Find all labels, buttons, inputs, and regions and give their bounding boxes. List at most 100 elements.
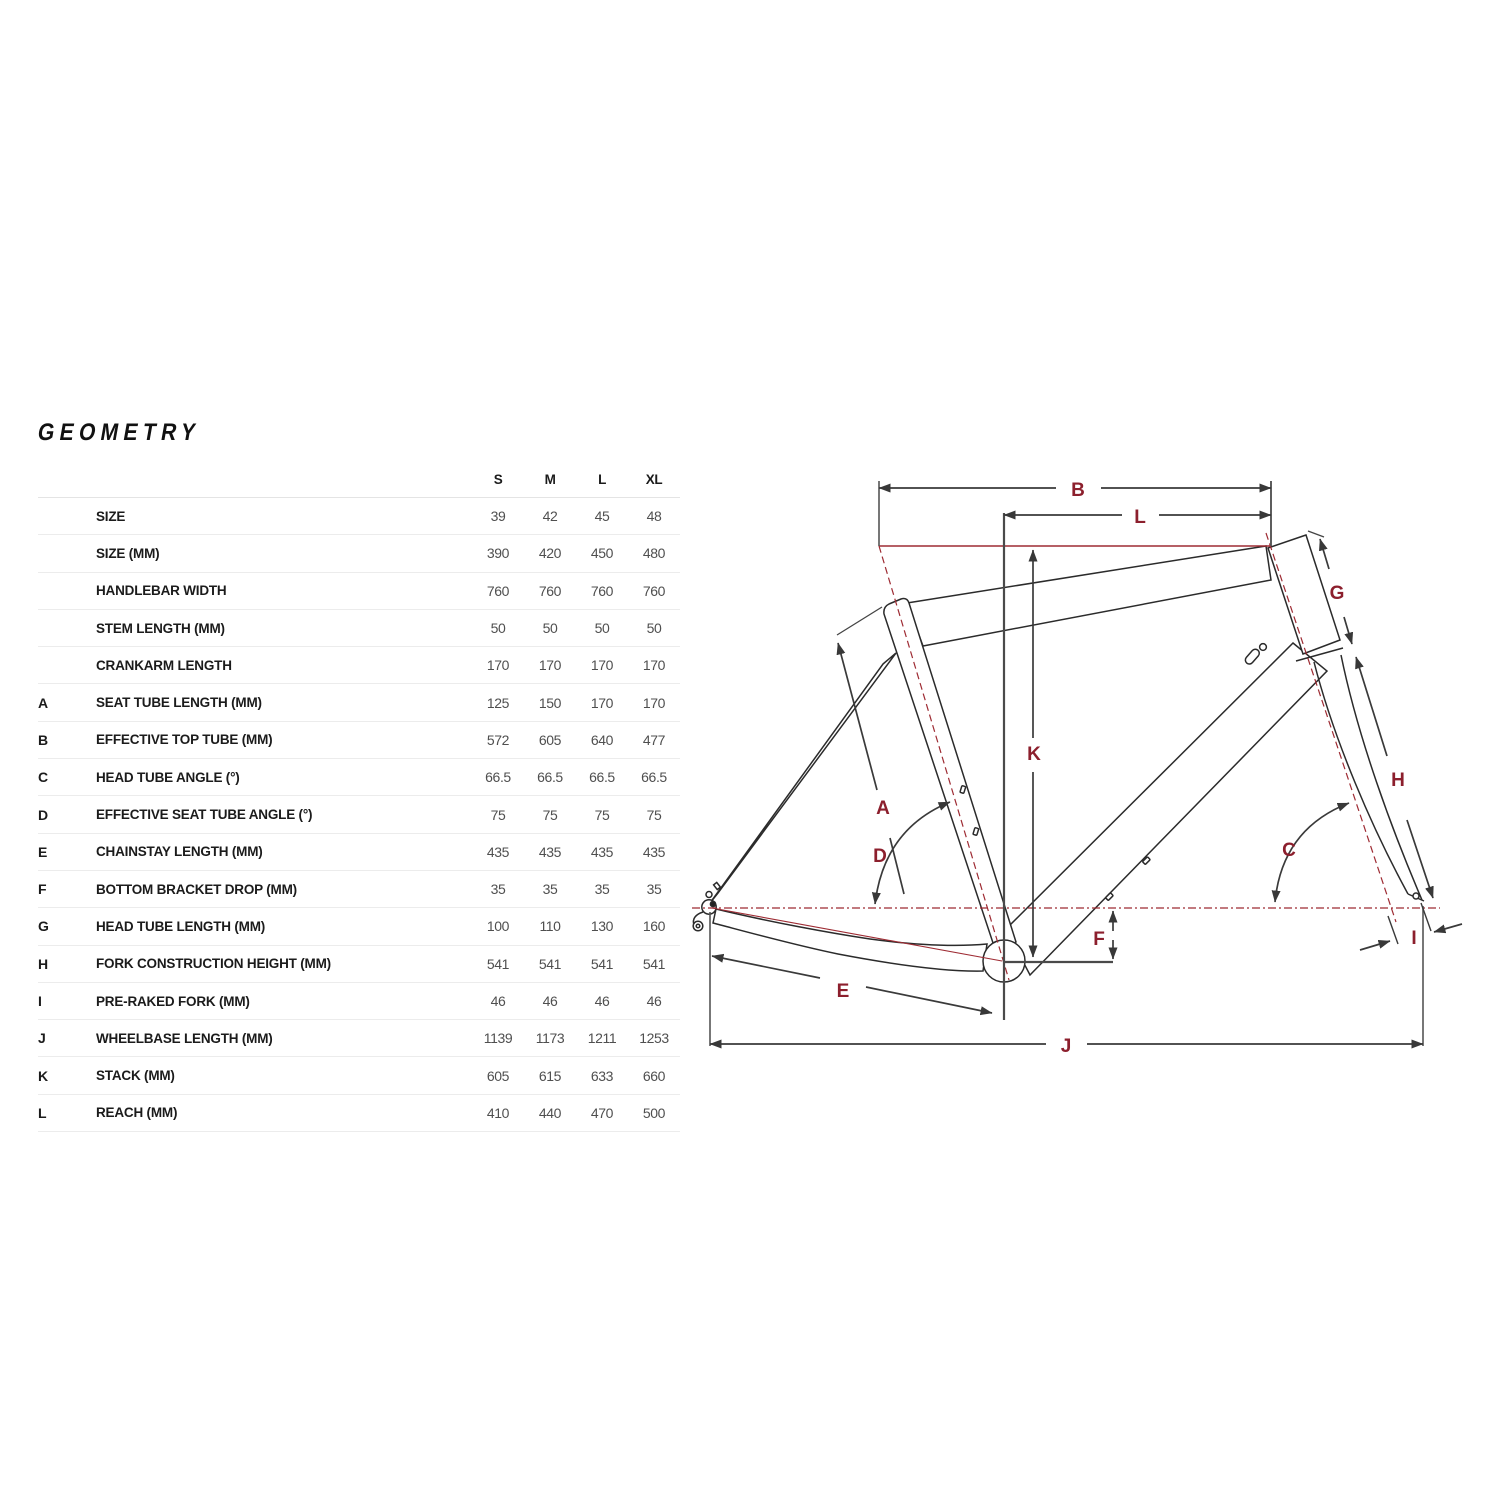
fork-crown-line xyxy=(1295,647,1344,662)
label-i: I xyxy=(1411,928,1416,949)
dim-h-top xyxy=(1355,656,1388,757)
label-h: H xyxy=(1391,770,1405,791)
row-value-m: 170 xyxy=(538,657,562,674)
row-value-s: 125 xyxy=(486,694,510,711)
ext-head-tick xyxy=(1307,530,1325,538)
chain-stay xyxy=(712,908,988,972)
dimension-labels: B L G K A D C H F E I J xyxy=(837,480,1417,1057)
row-label: WHEELBASE LENGTH (MM) xyxy=(96,1030,273,1046)
row-value-m: 541 xyxy=(538,955,562,972)
row-value-l: 1211 xyxy=(587,1030,617,1047)
row-value-l: 46 xyxy=(594,993,610,1009)
row-label: SIZE (MM) xyxy=(96,545,160,561)
fork-blade-leading-edge xyxy=(1313,661,1409,895)
row-value-xl: 170 xyxy=(642,657,666,674)
dim-i-tick-axle xyxy=(1420,902,1432,932)
row-value-s: 100 xyxy=(486,918,510,935)
row-letter: F xyxy=(38,881,47,898)
fork-blade-trailing-edge xyxy=(1340,654,1423,901)
label-g: G xyxy=(1330,583,1345,604)
down-tube-boss-2 xyxy=(1142,856,1151,865)
seat-stay xyxy=(709,652,897,904)
dim-g-bottom xyxy=(1343,616,1354,645)
row-value-xl: 541 xyxy=(642,955,666,972)
row-label: HEAD TUBE LENGTH (MM) xyxy=(96,918,266,934)
row-letter: J xyxy=(38,1030,46,1047)
row-label: EFFECTIVE TOP TUBE (MM) xyxy=(96,732,273,748)
dim-d-arc xyxy=(871,801,951,905)
reference-lines xyxy=(692,532,1440,981)
row-value-s: 435 xyxy=(486,843,510,860)
row-value-m: 110 xyxy=(539,918,561,935)
row-value-xl: 1253 xyxy=(639,1030,669,1047)
row-value-s: 410 xyxy=(486,1104,510,1121)
steering-axis xyxy=(1265,532,1397,923)
row-value-s: 66.5 xyxy=(485,769,511,786)
row-letter: C xyxy=(38,769,48,786)
row-label: STACK (MM) xyxy=(96,1068,175,1084)
table-row: K STACK (MM) 605 615 633 660 xyxy=(38,1057,680,1095)
row-value-s: 390 xyxy=(486,545,510,562)
row-letter: B xyxy=(38,731,48,748)
seat-tube xyxy=(883,597,1017,954)
row-value-l: 170 xyxy=(590,657,614,674)
dim-h-bottom xyxy=(1406,819,1434,899)
label-l: L xyxy=(1134,507,1146,528)
table-row: STEM LENGTH (MM) 50 50 50 50 xyxy=(38,610,680,648)
table-row: L REACH (MM) 410 440 470 500 xyxy=(38,1095,680,1133)
label-d: D xyxy=(873,846,887,867)
row-value-l: 541 xyxy=(590,955,614,972)
row-value-l: 633 xyxy=(590,1067,614,1084)
row-value-s: 46 xyxy=(490,993,506,1009)
row-value-s: 35 xyxy=(490,881,506,898)
row-value-l: 470 xyxy=(590,1104,614,1121)
table-row: SIZE 39 42 45 48 xyxy=(38,498,680,536)
row-value-m: 66.5 xyxy=(537,769,563,786)
table-row: CRANKARM LENGTH 170 170 170 170 xyxy=(38,647,680,685)
dim-i-arrow-right xyxy=(1433,923,1463,934)
size-header-xl: XL xyxy=(645,472,663,487)
row-value-s: 170 xyxy=(486,657,510,674)
size-header-s: S xyxy=(493,472,503,487)
row-value-m: 35 xyxy=(542,881,558,898)
hanger-ring-center xyxy=(695,923,701,929)
dropout-bolt xyxy=(705,890,713,899)
table-row: G HEAD TUBE LENGTH (MM) 100 110 130 160 xyxy=(38,908,680,946)
table-row: B EFFECTIVE TOP TUBE (MM) 572 605 640 47… xyxy=(38,722,680,760)
dim-e-right xyxy=(865,986,993,1016)
row-label: HEAD TUBE ANGLE (°) xyxy=(96,769,240,785)
row-label: HANDLEBAR WIDTH xyxy=(96,583,227,599)
row-label: CRANKARM LENGTH xyxy=(96,657,232,673)
row-label: EFFECTIVE SEAT TUBE ANGLE (°) xyxy=(96,807,313,823)
chain-line xyxy=(711,907,1003,962)
row-value-m: 50 xyxy=(542,620,558,637)
row-value-xl: 170 xyxy=(642,694,666,711)
row-value-l: 75 xyxy=(594,806,610,823)
row-value-xl: 660 xyxy=(642,1067,666,1084)
frame-drawing xyxy=(692,534,1425,983)
row-value-l: 50 xyxy=(594,620,610,637)
row-value-m: 420 xyxy=(538,545,562,562)
table-row: SIZE (MM) 390 420 450 480 xyxy=(38,535,680,573)
dim-c-arc xyxy=(1271,802,1350,903)
table-row: I PRE-RAKED FORK (MM) 46 46 46 46 xyxy=(38,983,680,1021)
row-value-s: 541 xyxy=(486,955,510,972)
row-letter: G xyxy=(38,918,49,935)
row-value-xl: 66.5 xyxy=(641,769,667,786)
frame-badge-slot xyxy=(1244,648,1261,665)
row-value-l: 450 xyxy=(590,545,614,562)
row-value-l: 640 xyxy=(590,731,614,748)
frame-diagram: B L G K A D C H F E I J xyxy=(692,480,1463,1057)
down-tube xyxy=(1005,641,1329,977)
row-label: PRE-RAKED FORK (MM) xyxy=(96,993,250,1009)
size-header-l: L xyxy=(598,472,606,487)
row-value-s: 1139 xyxy=(483,1030,513,1047)
row-letter: L xyxy=(38,1104,47,1121)
row-label: BOTTOM BRACKET DROP (MM) xyxy=(96,881,297,897)
page-title: GEOMETRY xyxy=(35,419,203,446)
label-f: F xyxy=(1093,929,1105,950)
label-e: E xyxy=(837,981,850,1002)
frame-badge-dot xyxy=(1258,642,1268,652)
row-label: SIZE xyxy=(96,508,126,524)
